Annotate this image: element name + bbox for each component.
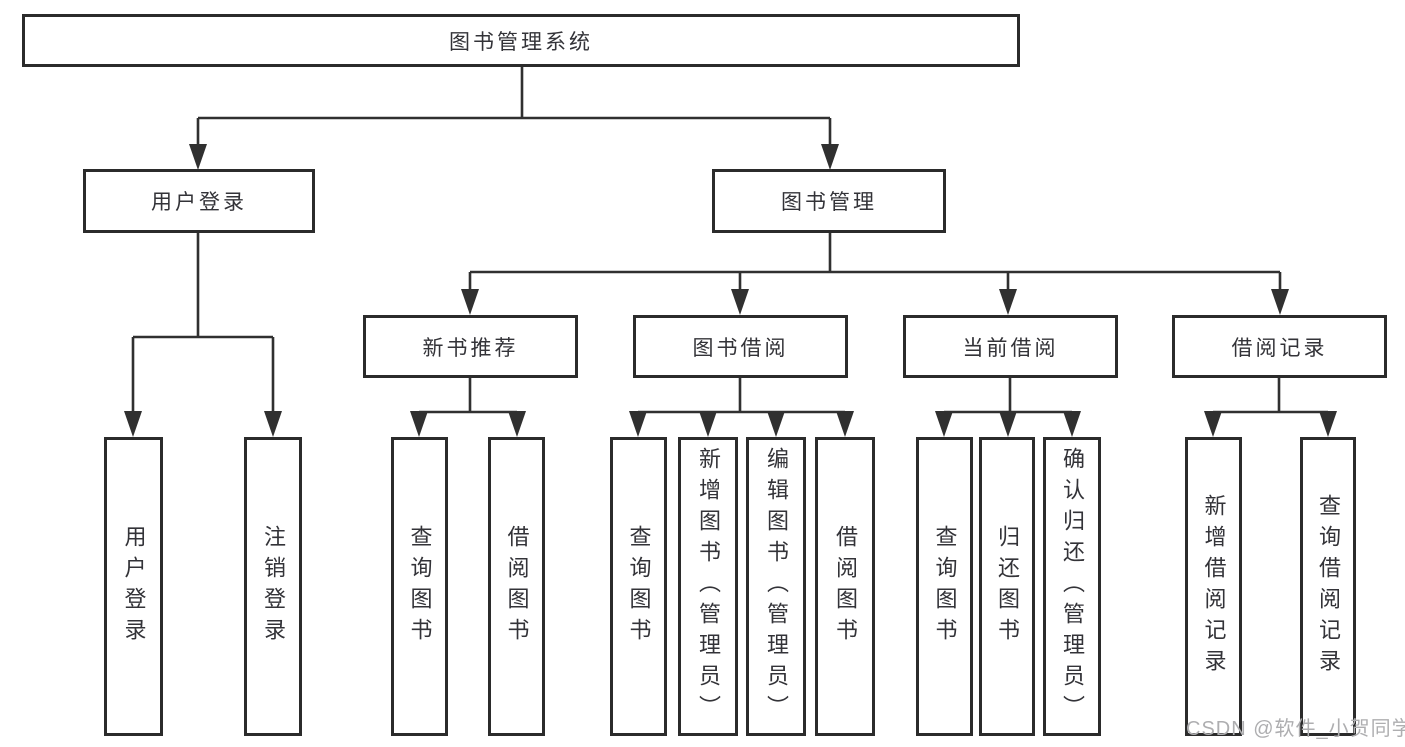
arrowhead: [999, 289, 1017, 315]
node-new-book-recommend-label: 新书推荐: [422, 336, 519, 360]
leaf-confirm-return-admin: 确认归还（管理员）: [1043, 437, 1101, 736]
leaf-query-books-recommend: 查询图书: [391, 437, 448, 736]
node-library-management-system: 图书管理系统: [22, 14, 1020, 67]
node-user-login-label: 用户登录: [151, 191, 247, 214]
leaf-add-borrow-record-label: 新增借阅记录: [1201, 493, 1227, 680]
leaf-query-books-current: 查询图书: [916, 437, 973, 736]
node-borrowing-records-label: 借阅记录: [1231, 336, 1328, 360]
leaf-add-book-admin-label: 新增图书（管理员）: [696, 447, 721, 726]
leaf-add-borrow-record: 新增借阅记录: [1185, 437, 1242, 736]
leaf-query-borrow-record: 查询借阅记录: [1300, 437, 1356, 736]
leaf-edit-book-admin-label: 编辑图书（管理员）: [764, 447, 789, 726]
arrowhead: [1271, 289, 1289, 315]
node-user-login: 用户登录: [83, 169, 315, 233]
arrowhead: [410, 411, 428, 437]
arrowhead: [731, 289, 749, 315]
leaf-borrow-books-recommend-label: 借阅图书: [504, 524, 530, 649]
leaf-borrow-books: 借阅图书: [815, 437, 875, 736]
leaf-borrow-books-label: 借阅图书: [833, 524, 858, 649]
arrowhead: [999, 411, 1017, 437]
leaf-query-borrow-record-label: 查询借阅记录: [1316, 493, 1341, 680]
arrowhead: [1319, 411, 1337, 437]
leaf-query-books-borrow: 查询图书: [610, 437, 667, 736]
leaf-query-books-current-label: 查询图书: [932, 524, 958, 649]
leaf-edit-book-admin: 编辑图书（管理员）: [746, 437, 806, 736]
arrowhead: [767, 411, 785, 437]
arrowhead: [508, 411, 526, 437]
csdn-watermark: CSDN @软件_小贺同学: [1186, 718, 1405, 740]
node-book-management: 图书管理: [712, 169, 946, 233]
leaf-borrow-books-recommend: 借阅图书: [488, 437, 545, 736]
arrowhead: [629, 411, 647, 437]
node-book-borrowing: 图书借阅: [633, 315, 848, 378]
leaf-user-login-label: 用户登录: [121, 524, 147, 649]
leaf-return-book-label: 归还图书: [995, 524, 1020, 649]
node-book-management-label: 图书管理: [781, 191, 877, 214]
node-new-book-recommend: 新书推荐: [363, 315, 578, 378]
arrowhead: [1204, 411, 1222, 437]
node-borrowing-records: 借阅记录: [1172, 315, 1387, 378]
leaf-add-book-admin: 新增图书（管理员）: [678, 437, 738, 736]
arrowhead: [264, 411, 282, 437]
node-book-borrowing-label: 图书借阅: [692, 336, 789, 360]
arrowhead: [699, 411, 717, 437]
node-current-borrowing-label: 当前借阅: [962, 336, 1059, 360]
node-library-management-system-label: 图书管理系统: [449, 30, 593, 54]
node-current-borrowing: 当前借阅: [903, 315, 1118, 378]
arrowheads: [124, 144, 1337, 437]
arrowhead: [836, 411, 854, 437]
leaf-logout-label: 注销登录: [261, 524, 286, 649]
arrowhead: [821, 144, 839, 170]
leaf-query-books-recommend-label: 查询图书: [407, 524, 433, 649]
arrowhead: [189, 144, 207, 170]
arrowhead: [935, 411, 953, 437]
leaf-logout: 注销登录: [244, 437, 302, 736]
arrowhead: [461, 289, 479, 315]
arrowhead: [124, 411, 142, 437]
arrowhead: [1063, 411, 1081, 437]
leaf-return-book: 归还图书: [979, 437, 1035, 736]
leaf-query-books-borrow-label: 查询图书: [626, 524, 652, 649]
leaf-confirm-return-admin-label: 确认归还（管理员）: [1060, 447, 1085, 726]
leaf-user-login: 用户登录: [104, 437, 163, 736]
